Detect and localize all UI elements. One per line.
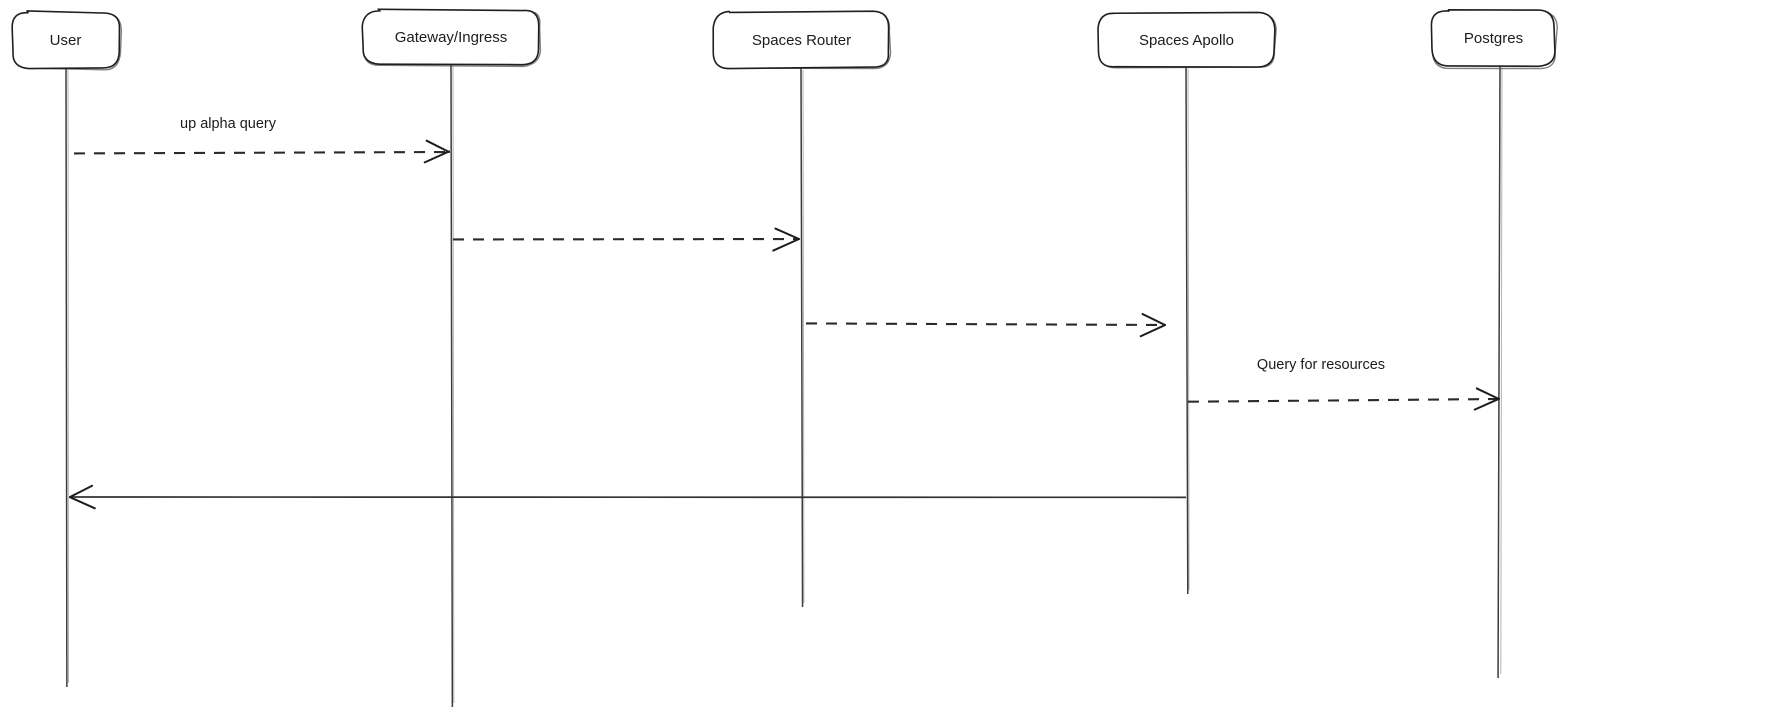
message-msg-3[interactable] — [805, 313, 1166, 338]
message-line[interactable] — [73, 150, 450, 155]
participant-box[interactable] — [361, 8, 540, 66]
lifeline-spaces-router — [800, 67, 805, 608]
participant-box[interactable] — [712, 10, 890, 70]
messages-layer — [69, 139, 1500, 510]
message-label: up alpha query — [180, 116, 277, 132]
participant-user[interactable]: User — [11, 10, 123, 71]
participant-label: User — [50, 32, 82, 49]
lifeline-spaces-apollo — [1185, 66, 1190, 595]
arrowhead-icon — [69, 484, 96, 510]
message-line[interactable] — [1187, 397, 1500, 403]
message-msg-5[interactable] — [69, 484, 1187, 510]
arrowhead-icon — [772, 227, 800, 252]
arrowhead-icon — [1139, 313, 1166, 338]
participant-spaces-apollo[interactable]: Spaces Apollo — [1097, 11, 1277, 69]
participant-label: Gateway/Ingress — [395, 29, 508, 46]
lifeline-postgres — [1497, 65, 1503, 679]
message-label: Query for resources — [1257, 357, 1385, 373]
message-msg-4[interactable] — [1187, 387, 1500, 411]
participant-box[interactable] — [1430, 8, 1556, 68]
participant-spaces-router[interactable]: Spaces Router — [712, 10, 892, 70]
arrowhead-icon — [1473, 387, 1500, 411]
participant-gateway[interactable]: Gateway/Ingress — [361, 8, 542, 68]
message-line[interactable] — [805, 322, 1166, 327]
participant-box[interactable] — [1097, 11, 1276, 68]
lifeline-user — [65, 67, 70, 688]
message-msg-1[interactable] — [73, 139, 450, 164]
participant-postgres[interactable]: Postgres — [1430, 8, 1558, 70]
lifelines-layer — [65, 63, 1503, 708]
participant-label: Spaces Apollo — [1139, 32, 1234, 49]
participant-label: Postgres — [1464, 30, 1523, 47]
message-msg-2[interactable] — [452, 227, 800, 252]
participant-label: Spaces Router — [752, 32, 851, 49]
participant-box[interactable] — [11, 10, 121, 70]
participants-layer: User Gateway/Ingress Spaces Router Spaces A… — [11, 8, 1558, 71]
lifeline-gateway — [450, 63, 455, 708]
arrowhead-icon — [423, 139, 450, 164]
